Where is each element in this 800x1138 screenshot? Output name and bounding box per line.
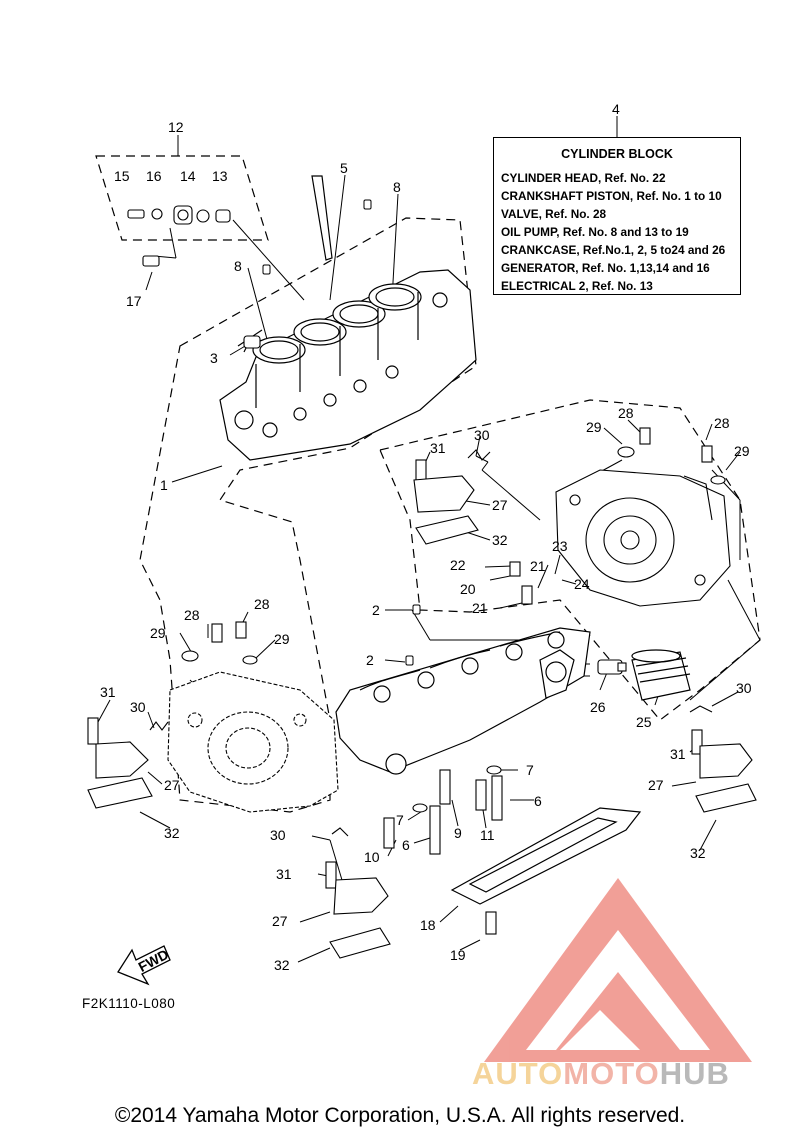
callout-25: 25 — [636, 714, 652, 730]
callout-30-mid: 30 — [474, 427, 490, 443]
reference-line: VALVE, Ref. No. 28 — [501, 207, 607, 221]
callout-29-left-b: 29 — [274, 631, 290, 647]
callout-29-left-a: 29 — [150, 625, 166, 641]
callout-32-mid: 32 — [492, 532, 508, 548]
union-bolt — [597, 659, 627, 675]
callout-9: 9 — [454, 825, 462, 841]
callout-6-left: 6 — [402, 837, 410, 853]
callout-27-right: 27 — [648, 777, 664, 793]
callout-24: 24 — [574, 576, 590, 592]
callout-27-mid: 27 — [492, 497, 508, 513]
callout-23: 23 — [552, 538, 568, 554]
washers — [181, 446, 726, 813]
callout-4: 4 — [612, 101, 620, 117]
reference-box-title: CYLINDER BLOCK — [561, 147, 673, 161]
watermark-logo — [484, 878, 752, 1062]
callout-27-left: 27 — [164, 777, 180, 793]
reference-line: OIL PUMP, Ref. No. 8 and 13 to 19 — [501, 225, 689, 239]
dowel-pins — [262, 199, 421, 666]
callout-18: 18 — [420, 917, 436, 933]
callout-29-right-a: 29 — [586, 419, 602, 435]
callout-8-top: 8 — [393, 179, 401, 195]
callout-31-mid: 31 — [430, 440, 446, 456]
fwd-label: FWD — [135, 946, 171, 975]
figure-code: F2K1110-L080 — [82, 996, 176, 1011]
callout-7-right: 7 — [526, 762, 534, 778]
callout-2-bottom: 2 — [366, 652, 374, 668]
reference-list: CYLINDER HEAD, Ref. No. 22 CRANKSHAFT PI… — [494, 169, 740, 295]
callout-19: 19 — [450, 947, 466, 963]
callout-28-right-b: 28 — [714, 415, 730, 431]
callout-27-bottom: 27 — [272, 913, 288, 929]
reference-line: CRANKCASE, Ref.No.1, 2, 5 to24 and 26 — [501, 243, 726, 257]
callout-2-top: 2 — [372, 602, 380, 618]
bolts — [87, 335, 713, 935]
reference-line: CYLINDER HEAD, Ref. No. 22 — [501, 171, 666, 185]
part-callouts: 12 4 5 8 8 15 16 14 13 17 3 1 31 30 27 3… — [100, 101, 752, 973]
callout-28-left-a: 28 — [184, 607, 200, 623]
stud-bolt — [311, 175, 333, 261]
mount-brackets — [95, 475, 753, 915]
fwd-arrow-icon: FWD — [117, 945, 171, 986]
callout-13: 13 — [212, 168, 228, 184]
clips — [149, 449, 713, 837]
oil-filter — [631, 649, 691, 701]
callout-21-bottom: 21 — [472, 600, 488, 616]
oil-pump-subassembly — [127, 205, 231, 267]
callout-26: 26 — [590, 699, 606, 715]
callout-32-bottom: 32 — [274, 957, 290, 973]
callout-14: 14 — [180, 168, 196, 184]
copyright-notice: ©2014 Yamaha Motor Corporation, U.S.A. A… — [114, 1104, 686, 1127]
callout-15: 15 — [114, 168, 130, 184]
callout-29-right-b: 29 — [734, 443, 750, 459]
watermark-text: AUTOMOTOHUB — [472, 1056, 730, 1092]
callout-28-left-b: 28 — [254, 596, 270, 612]
cylinder-block — [219, 269, 477, 461]
callout-6-right: 6 — [534, 793, 542, 809]
generator-cover-left — [167, 671, 339, 813]
callout-28-right-a: 28 — [618, 405, 634, 421]
callout-20: 20 — [460, 581, 476, 597]
callout-8-left: 8 — [234, 258, 242, 274]
callout-1: 1 — [160, 477, 168, 493]
callout-7-left: 7 — [396, 812, 404, 828]
callout-32-right: 32 — [690, 845, 706, 861]
callout-30-right: 30 — [736, 680, 752, 696]
watermark-part-3: HUB — [659, 1056, 730, 1091]
callout-31-left: 31 — [100, 684, 116, 700]
callout-30-left: 30 — [130, 699, 146, 715]
callout-5: 5 — [340, 160, 348, 176]
gaskets — [87, 515, 757, 959]
reference-line: GENERATOR, Ref. No. 1,13,14 and 16 — [501, 261, 710, 275]
callout-17: 17 — [126, 293, 142, 309]
callout-10: 10 — [364, 849, 380, 865]
callout-11: 11 — [480, 827, 495, 843]
reference-line: CRANKSHAFT PISTON, Ref. No. 1 to 10 — [501, 189, 722, 203]
generator-cover-right — [555, 469, 731, 607]
watermark-part-1: AUTO — [472, 1056, 564, 1091]
callout-3: 3 — [210, 350, 218, 366]
callout-12: 12 — [168, 119, 184, 135]
callout-31-bottom: 31 — [276, 866, 292, 882]
watermark-part-2: MOTO — [563, 1056, 660, 1091]
callout-16: 16 — [146, 168, 162, 184]
callout-30-bottom: 30 — [270, 827, 286, 843]
crankcase — [335, 627, 591, 775]
callout-32-left: 32 — [164, 825, 180, 841]
reference-box: CYLINDER BLOCK CYLINDER HEAD, Ref. No. 2… — [493, 137, 741, 295]
callout-21-top: 21 — [530, 558, 546, 574]
callout-22: 22 — [450, 557, 466, 573]
oil-pan — [450, 807, 642, 905]
callout-31-right: 31 — [670, 746, 686, 762]
reference-line: ELECTRICAL 2, Ref. No. 13 — [501, 279, 653, 293]
